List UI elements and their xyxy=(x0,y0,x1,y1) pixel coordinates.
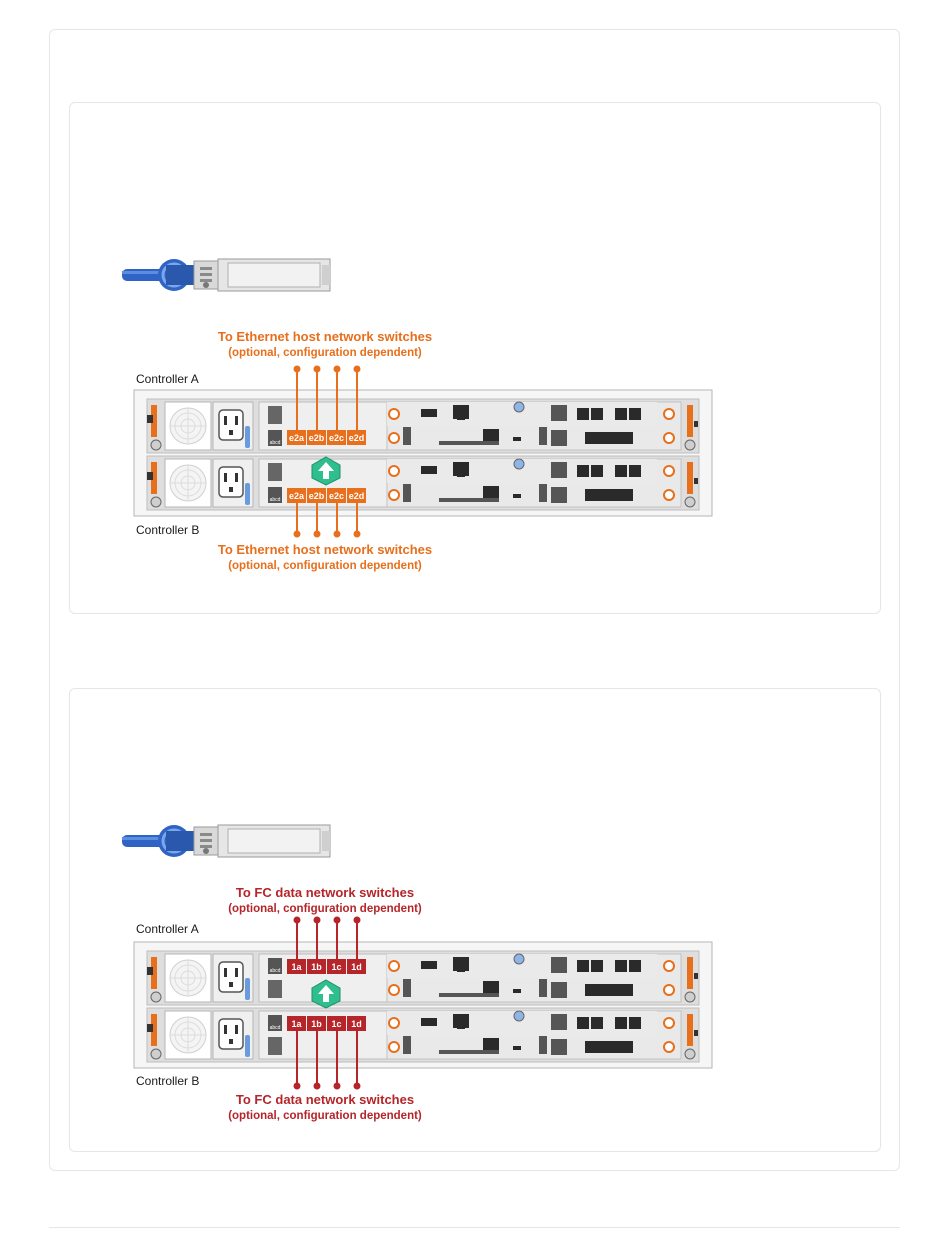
svg-text:1d: 1d xyxy=(351,962,362,972)
up-arrow-led-icon xyxy=(311,456,341,486)
storage-chassis-fc: abcd abcd xyxy=(133,941,713,1069)
svg-text:e2a: e2a xyxy=(289,491,305,501)
svg-text:1c: 1c xyxy=(331,962,341,972)
port-1c-b xyxy=(327,1016,346,1031)
network-port-icon xyxy=(268,1015,282,1031)
ethernet-cabling-card xyxy=(69,102,881,614)
module-blank-b xyxy=(268,463,282,481)
ethernet-ports-controller-a: e2a e2b e2c e2d xyxy=(287,430,366,445)
svg-text:e2c: e2c xyxy=(329,491,344,501)
port-1d-a xyxy=(347,959,366,974)
module-blank-a xyxy=(268,406,282,424)
port-e2d-b xyxy=(347,488,366,503)
up-arrow-led-icon xyxy=(311,979,341,1009)
footer-divider xyxy=(49,1227,900,1228)
network-port-icon xyxy=(268,958,282,974)
port-e2a-a xyxy=(287,430,306,445)
port-e2b-b xyxy=(307,488,326,503)
svg-text:e2d: e2d xyxy=(349,433,365,443)
fc-bottom-sublabel: (optional, configuration dependent) xyxy=(228,1110,422,1122)
fc-cabling-card xyxy=(69,688,881,1152)
module-blank-a xyxy=(268,980,282,998)
port-e2d-a xyxy=(347,430,366,445)
ethernet-bottom-sublabel: (optional, configuration dependent) xyxy=(228,560,422,572)
controller-b-label: Controller B xyxy=(136,1074,199,1088)
svg-text:abcd: abcd xyxy=(270,1025,281,1031)
svg-text:e2b: e2b xyxy=(309,491,325,501)
ethernet-top-sublabel: (optional, configuration dependent) xyxy=(228,347,422,359)
sfp-cable-icon xyxy=(120,257,332,293)
sfp-cable-icon xyxy=(120,823,332,859)
svg-text:1c: 1c xyxy=(331,1019,341,1029)
svg-text:1b: 1b xyxy=(311,962,322,972)
network-port-icon xyxy=(268,430,282,446)
ethernet-ports-controller-b: e2a e2b e2c e2d xyxy=(287,488,366,503)
ethernet-bottom-label: To Ethernet host network switches xyxy=(218,542,432,557)
svg-text:abcd: abcd xyxy=(270,968,281,974)
svg-text:e2b: e2b xyxy=(309,433,325,443)
svg-text:1d: 1d xyxy=(351,1019,362,1029)
svg-text:1a: 1a xyxy=(291,1019,302,1029)
port-1a-a xyxy=(287,959,306,974)
outer-frame xyxy=(49,29,900,1171)
port-1b-b xyxy=(307,1016,326,1031)
fc-bottom-label: To FC data network switches xyxy=(236,1092,414,1107)
fc-top-label: To FC data network switches xyxy=(236,885,414,900)
fc-cables-top xyxy=(293,916,361,959)
svg-text:abcd: abcd xyxy=(270,497,281,503)
network-port-icon xyxy=(268,487,282,503)
ethernet-top-label: To Ethernet host network switches xyxy=(218,329,432,344)
controller-a-label: Controller A xyxy=(136,372,199,386)
svg-text:e2c: e2c xyxy=(329,433,344,443)
port-e2b-a xyxy=(307,430,326,445)
ethernet-cables-top xyxy=(293,365,361,430)
port-1c-a xyxy=(327,959,346,974)
ethernet-cables-bottom xyxy=(293,503,361,538)
fc-cables-bottom xyxy=(293,1031,361,1090)
fc-ports-controller-b: 1a 1b 1c 1d xyxy=(287,1016,366,1031)
svg-text:e2a: e2a xyxy=(289,433,305,443)
module-blank-b xyxy=(268,1037,282,1055)
port-1a-b xyxy=(287,1016,306,1031)
fc-ports-controller-a: 1a 1b 1c 1d xyxy=(287,959,366,974)
port-e2a-b xyxy=(287,488,306,503)
port-e2c-b xyxy=(327,488,346,503)
svg-text:abcd: abcd xyxy=(270,440,281,446)
port-1b-a xyxy=(307,959,326,974)
svg-text:1a: 1a xyxy=(291,962,302,972)
controller-a-label: Controller A xyxy=(136,922,199,936)
fc-top-sublabel: (optional, configuration dependent) xyxy=(228,903,422,915)
port-e2c-a xyxy=(327,430,346,445)
svg-text:e2d: e2d xyxy=(349,491,365,501)
storage-chassis-ethernet: abcd abcd xyxy=(133,389,713,517)
svg-text:1b: 1b xyxy=(311,1019,322,1029)
port-1d-b xyxy=(347,1016,366,1031)
controller-b-label: Controller B xyxy=(136,523,199,537)
